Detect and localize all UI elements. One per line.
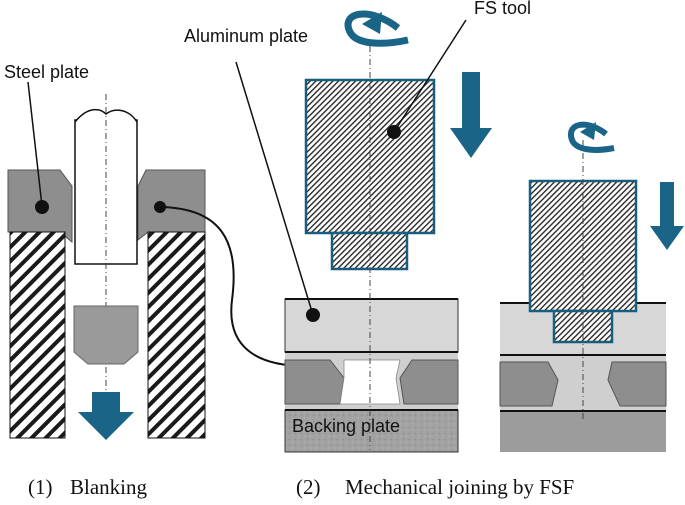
steel-piece-right-after bbox=[607, 361, 667, 407]
backing-plate bbox=[284, 409, 459, 453]
steel-piece-left bbox=[284, 359, 345, 405]
down-arrow-icon bbox=[650, 182, 684, 250]
blanked-hole bbox=[339, 359, 401, 405]
transfer-curve-arrow bbox=[159, 206, 308, 371]
aluminum-plate bbox=[284, 298, 459, 353]
rotate-arrow-icon bbox=[567, 121, 615, 153]
aluminum-plate-dot bbox=[306, 308, 320, 322]
caption-joining-text: Mechanical joining by FSF bbox=[345, 475, 574, 499]
fs-tool-label: FS tool bbox=[474, 0, 531, 18]
fs-tool-pointer bbox=[393, 19, 467, 133]
steel-piece-right bbox=[399, 359, 459, 405]
joining-stage-before: Backing plate FS tool Aluminum plate bbox=[184, 0, 531, 453]
steel-plate-label: Steel plate bbox=[4, 62, 89, 82]
caption-blanking-number: (1) bbox=[28, 475, 53, 499]
blanked-slug bbox=[73, 305, 139, 365]
backing-plate-label: Backing plate bbox=[292, 416, 400, 436]
die-right bbox=[147, 231, 206, 439]
aluminum-plate-pointer bbox=[235, 61, 314, 316]
rotate-arrow-icon bbox=[344, 10, 409, 47]
joining-stage-after bbox=[499, 121, 684, 452]
punch-top bbox=[74, 108, 138, 123]
blanking-illustration: Steel plate bbox=[4, 62, 308, 440]
down-arrow-icon bbox=[78, 392, 134, 440]
fs-tool-dot bbox=[387, 125, 401, 139]
steel-plate-dot bbox=[35, 200, 49, 214]
caption-joining-number: (2) bbox=[296, 475, 321, 499]
caption-blanking-text: Blanking bbox=[70, 475, 147, 499]
steel-plate-right bbox=[137, 169, 206, 242]
steel-plate-pointer bbox=[27, 81, 43, 207]
aluminum-plate-label: Aluminum plate bbox=[184, 26, 308, 46]
down-arrow-icon bbox=[450, 72, 492, 158]
steel-piece-left-after bbox=[499, 361, 559, 407]
die-left bbox=[9, 231, 66, 439]
